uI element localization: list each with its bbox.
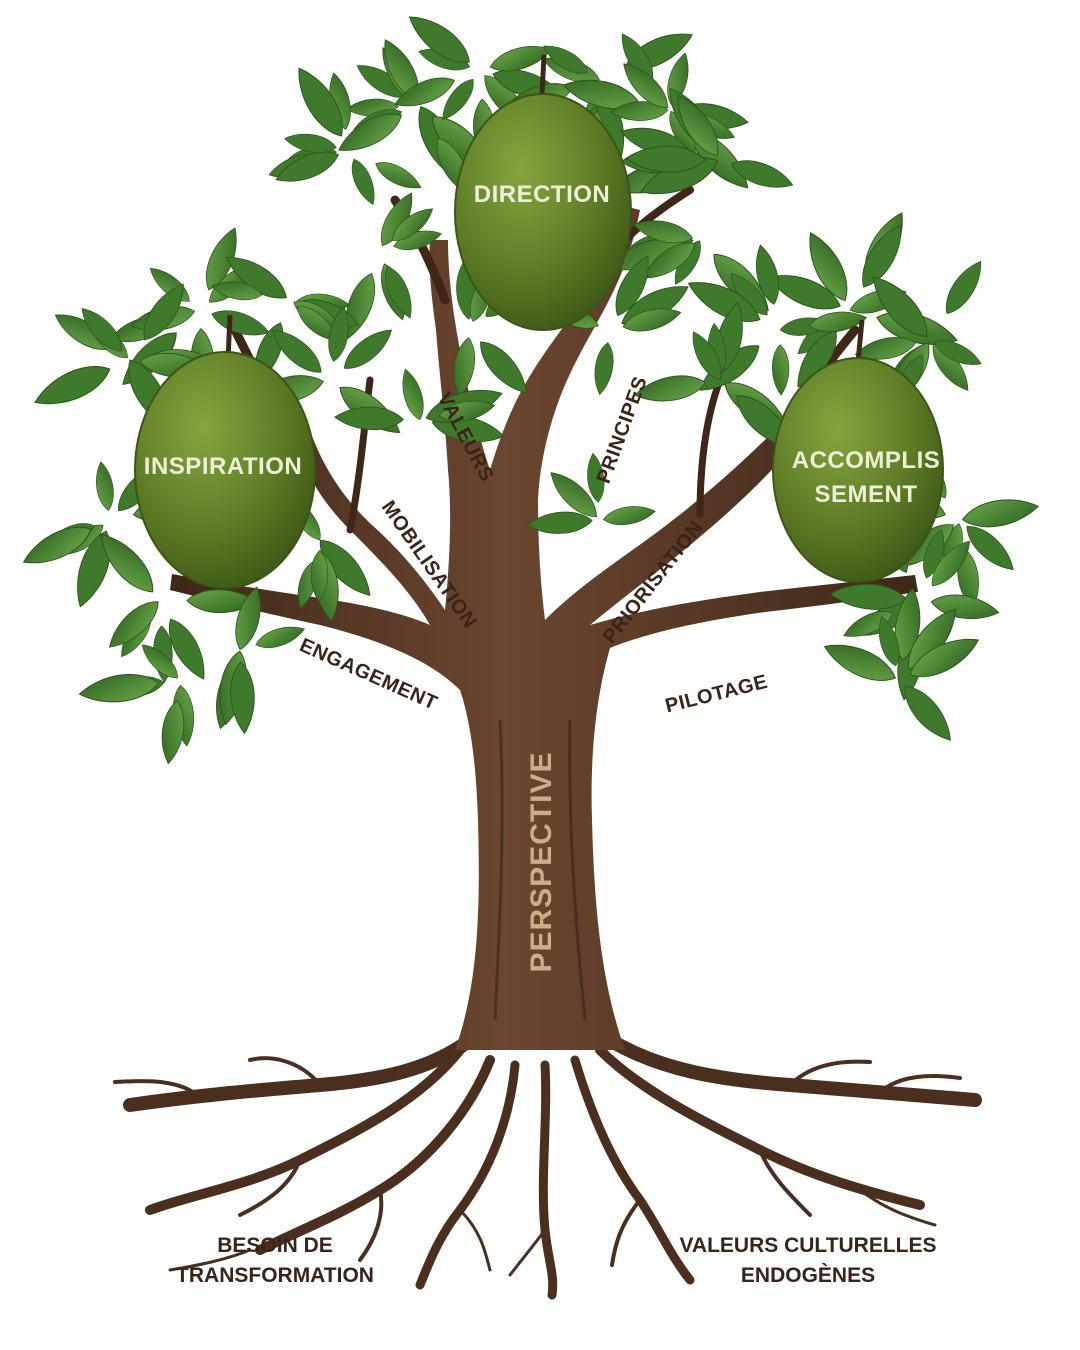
root-label-left-1: BESOIN DE <box>217 1234 333 1257</box>
leaf <box>937 255 990 320</box>
fruit-label-accomplissement-2: SEMENT <box>814 481 917 508</box>
fruit-inspiration <box>134 314 316 589</box>
leaf <box>895 678 960 749</box>
leaf <box>28 356 116 416</box>
leaf <box>771 344 790 396</box>
leaf <box>371 155 426 196</box>
fruit-label-accomplissement-1: ACCOMPLIS <box>792 447 941 474</box>
leaf <box>396 366 429 423</box>
leaf <box>590 340 617 397</box>
leaf <box>601 502 657 529</box>
roots <box>113 1033 982 1300</box>
root-label-left-2: TRANSFORMATION <box>176 1264 374 1287</box>
trunk-label-perspective: PERSPECTIVE <box>525 751 558 972</box>
fruit-accomplissement <box>772 319 944 583</box>
root-label-right-1: VALEURS CULTURELLES <box>679 1234 936 1257</box>
root-label-right-2: ENDOGÈNES <box>741 1264 875 1287</box>
fruit-label-inspiration: INSPIRATION <box>144 453 302 480</box>
fruit-label-direction: DIRECTION <box>474 181 611 208</box>
leaf <box>92 460 117 513</box>
leaf <box>77 669 162 708</box>
fruit-direction <box>454 54 632 331</box>
branch-label-pilotage: PILOTAGE <box>663 671 770 718</box>
